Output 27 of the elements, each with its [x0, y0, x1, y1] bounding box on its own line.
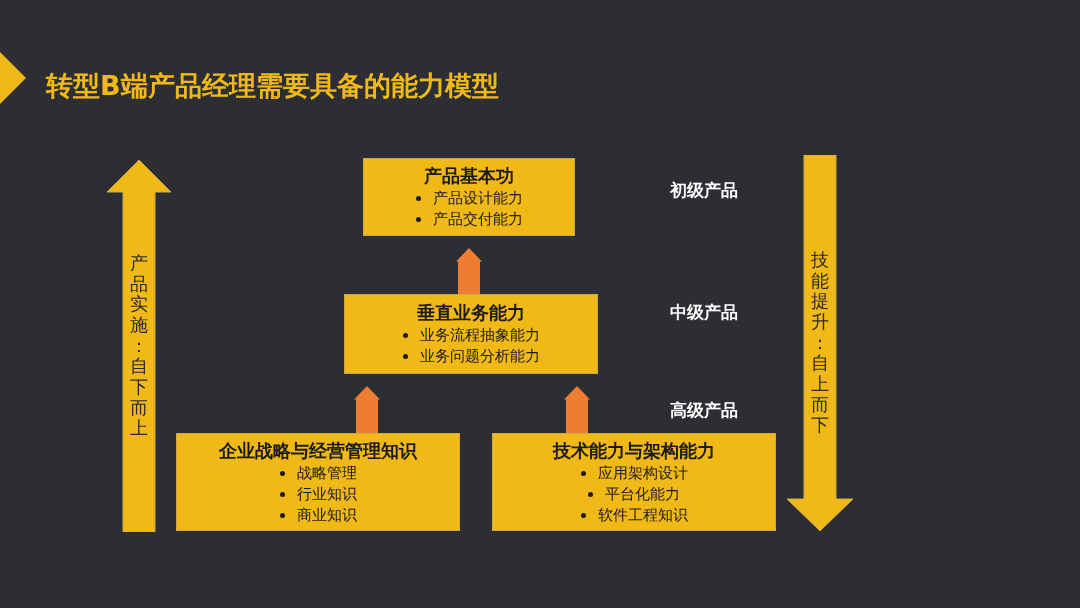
level-label: 中级产品 [670, 301, 738, 323]
box-heading: 产品基本功 [424, 164, 514, 188]
capability-box [363, 158, 575, 236]
bullet-text: 平台化能力 [605, 483, 680, 505]
box-heading: 垂直业务能力 [417, 301, 525, 325]
level-label: 初级产品 [670, 179, 738, 201]
bullet-text: 软件工程知识 [597, 504, 688, 526]
bullet-text: 产品交付能力 [432, 209, 523, 230]
level-label: 高级产品 [670, 399, 738, 421]
box-heading: 技术能力与架构能力 [553, 438, 715, 463]
bullet-text: 应用架构设计 [597, 462, 688, 484]
title: 转型B端产品经理需要具备的能力模型 [46, 69, 499, 103]
bullet-text: 业务问题分析能力 [419, 346, 540, 367]
capability-box [344, 294, 598, 374]
bullet-text: 业务流程抽象能力 [419, 325, 540, 346]
vertical-label: 技能提升：自上而下 [811, 249, 829, 437]
arrow [456, 248, 482, 294]
arrow [564, 386, 590, 433]
bullet-text: 商业知识 [296, 504, 357, 526]
bullet-text: 行业知识 [296, 483, 357, 505]
capability-box [176, 433, 460, 531]
bullet-text: 战略管理 [296, 462, 357, 484]
bullet-text: 产品设计能力 [432, 188, 523, 209]
capability-box [492, 433, 776, 531]
arrow [354, 386, 380, 433]
box-heading: 企业战略与经营管理知识 [219, 438, 417, 463]
vertical-label: 产品实施：自下而上 [130, 252, 148, 440]
